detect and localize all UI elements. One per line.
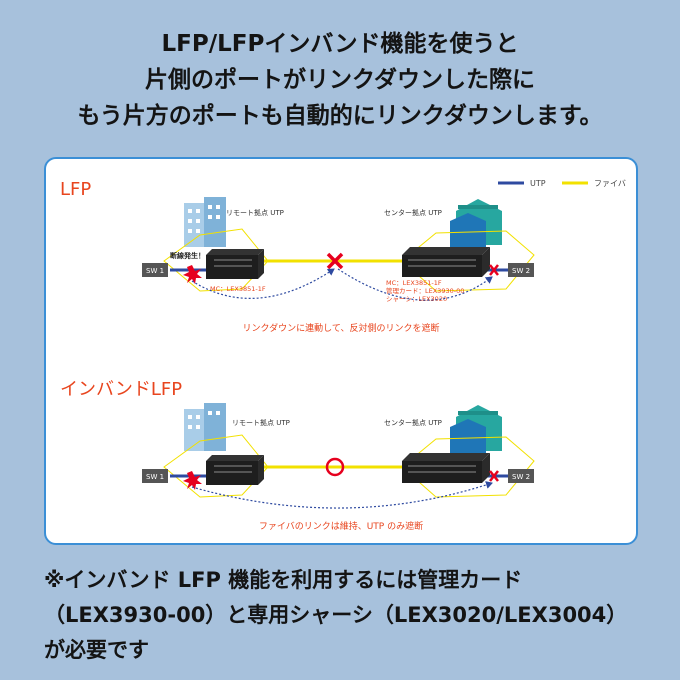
- heading-line-2: 片側のポートがリンクダウンした際に: [144, 67, 536, 93]
- inband-utp-right-x-icon: [489, 470, 499, 482]
- lfp-center-mc-label: MC：LEX3851-1F: [386, 279, 442, 287]
- heading-line-1: LFP/LFPインバンド機能を使うと: [161, 31, 519, 57]
- diagram-canvas: UTP ファイバ LFP リモート拠点 UTP: [60, 179, 626, 532]
- lfp-fiber-x-icon: [326, 252, 344, 270]
- footnote-line-2: （LEX3930-00）と専用シャーシ（LEX3020/LEX3004）: [44, 603, 628, 627]
- lfp-arrow-to-utp: [337, 268, 493, 301]
- lfp-center-chassis-label: シャーシ：LEX3020: [386, 295, 447, 303]
- lfp-fault-burst-icon: [183, 265, 202, 284]
- footnote: ※インバンド LFP 機能を利用するには管理カード （LEX3930-00）と専…: [44, 563, 664, 668]
- inband-section-title: インバンドLFP: [60, 379, 182, 400]
- inband-center-chassis-icon: [402, 453, 490, 483]
- lfp-remote-mc-icon: [206, 249, 264, 279]
- inband-diagram: インバンドLFP リモート拠点 UTP センター拠点 UTP SW 1: [60, 379, 535, 532]
- lfp-arrow-to-fiber: [191, 268, 335, 299]
- legend: UTP ファイバ: [498, 179, 626, 188]
- heading: LFP/LFPインバンド機能を使うと 片側のポートがリンクダウンした際に もう片…: [0, 26, 680, 134]
- inband-center-outline: [401, 436, 535, 498]
- legend-utp-label: UTP: [530, 179, 546, 188]
- inband-sw1-box: [142, 469, 168, 483]
- inband-remote-label: リモート拠点 UTP: [232, 418, 290, 427]
- inband-sw1-label: SW 1: [146, 473, 164, 481]
- inband-center-building-icon: [450, 405, 502, 457]
- remote-building-icon: [184, 197, 226, 247]
- inband-arrow-to-utp: [191, 481, 493, 509]
- heading-line-3: もう片方のポートも自動的にリンクダウンします。: [77, 103, 603, 129]
- lfp-remote-label: リモート拠点 UTP: [226, 208, 284, 217]
- inband-sw2-box: [508, 469, 534, 483]
- lfp-center-outline: [401, 230, 535, 292]
- inband-remote-building-icon: [184, 403, 226, 451]
- lfp-section-title: LFP: [60, 179, 91, 200]
- lfp-utp-right-x-icon: [489, 264, 499, 276]
- inband-caption: ファイバのリンクは維持、UTP のみ遮断: [259, 520, 423, 532]
- inband-center-label: センター拠点 UTP: [384, 418, 442, 427]
- lfp-diagram: LFP リモート拠点 UTP センター拠点 UTP: [60, 179, 535, 334]
- lfp-caption: リンクダウンに連動して、反対側のリンクを遮断: [243, 322, 440, 334]
- footnote-line-1: ※インバンド LFP 機能を利用するには管理カード: [44, 568, 523, 592]
- inband-sw2-label: SW 2: [512, 473, 530, 481]
- lfp-sw2-box: [508, 263, 534, 277]
- lfp-remote-mc-label: MC：LEX3851-1F: [210, 285, 266, 293]
- inband-fiber-ok-circle-icon: [325, 457, 345, 477]
- footnote-line-3: が必要です: [44, 638, 149, 662]
- legend-fiber-label: ファイバ: [594, 179, 626, 188]
- lfp-center-chassis-icon: [402, 247, 490, 277]
- lfp-center-label: センター拠点 UTP: [384, 208, 442, 217]
- inband-fault-burst-icon: [183, 471, 202, 490]
- lfp-fault-label: 断線発生！: [170, 251, 205, 260]
- lfp-sw2-label: SW 2: [512, 267, 530, 275]
- center-building-icon: [450, 199, 502, 251]
- lfp-center-card-label: 管理カード：LEX3930-00: [386, 286, 464, 295]
- diagram-panel: UTP ファイバ LFP リモート拠点 UTP: [44, 157, 638, 545]
- inband-remote-mc-icon: [206, 455, 264, 485]
- lfp-sw1-label: SW 1: [146, 267, 164, 275]
- lfp-sw1-box: [142, 263, 168, 277]
